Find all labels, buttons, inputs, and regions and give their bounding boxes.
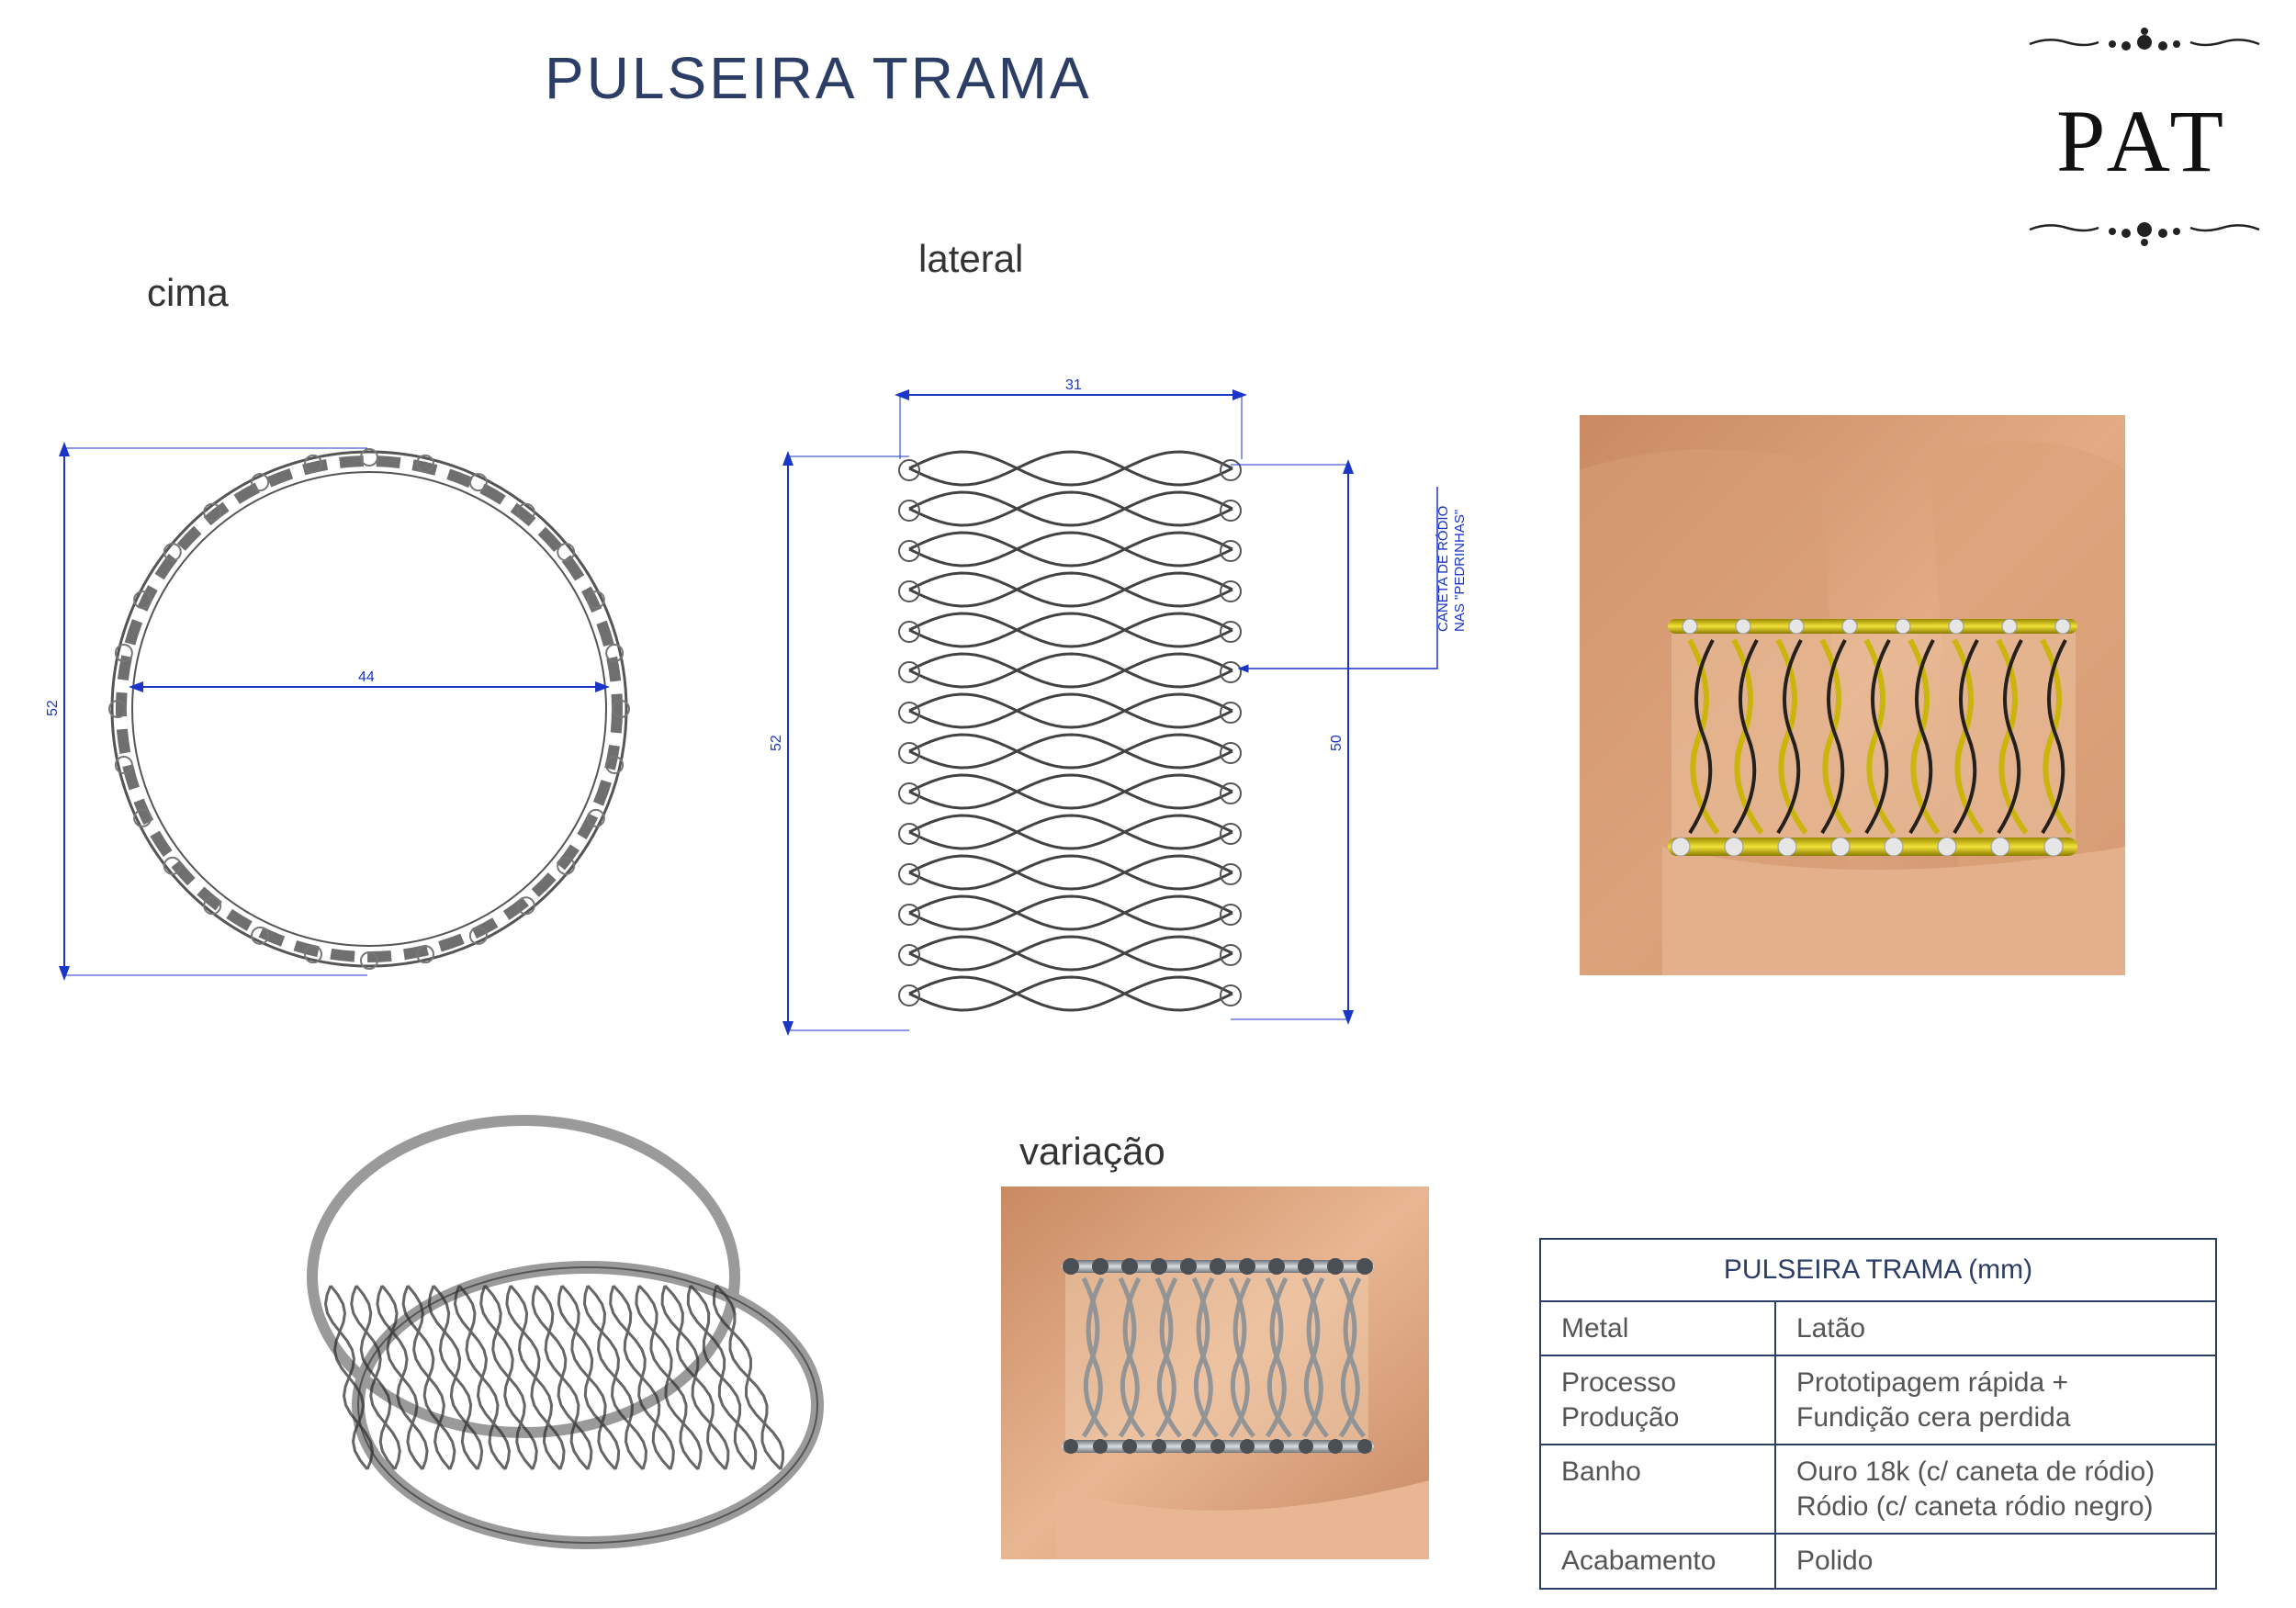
- table-row: Banho Ouro 18k (c/ caneta de ródio) Ródi…: [1539, 1444, 2217, 1535]
- dim-top-inner-diameter: 44: [358, 669, 375, 685]
- spec-value-process-line2: Fundição cera perdida: [1796, 1401, 2071, 1433]
- spec-key-metal: Metal: [1539, 1299, 1776, 1356]
- dim-top-height: 52: [45, 700, 61, 716]
- spec-key-process: Processo Produção: [1539, 1355, 1776, 1445]
- spec-value-process-line1: Prototipagem rápida +: [1796, 1367, 2069, 1398]
- dim-side-width: 31: [1065, 377, 1082, 393]
- gold-bracelet-photo: [1580, 415, 2125, 975]
- spec-value-plating-line1: Ouro 18k (c/ caneta de ródio): [1796, 1456, 2155, 1487]
- annotation-line-1: CANETA DE RÓDIO: [1435, 506, 1451, 632]
- spec-key-finish: Acabamento: [1539, 1533, 1776, 1590]
- spec-value-metal: Latão: [1774, 1299, 2217, 1356]
- spec-value-finish: Polido: [1774, 1533, 2217, 1590]
- top-view-drawing: 52 44: [45, 442, 630, 981]
- annotation-line-2: NAS "PEDRINHAS": [1452, 510, 1468, 632]
- spec-table-header: PULSEIRA TRAMA (mm): [1539, 1238, 2217, 1302]
- table-row: Metal Latão: [1539, 1299, 2217, 1356]
- spec-value-process: Prototipagem rápida + Fundição cera perd…: [1774, 1355, 2217, 1445]
- spec-key-process-line2: Produção: [1561, 1401, 1680, 1433]
- spec-key-process-line1: Processo: [1561, 1367, 1677, 1398]
- dim-side-inner-height: 50: [1329, 735, 1345, 751]
- spec-table: PULSEIRA TRAMA (mm) Metal Latão Processo…: [1539, 1238, 2217, 1590]
- variation-label: variação: [1019, 1130, 1165, 1173]
- table-row: Acabamento Polido: [1539, 1533, 2217, 1590]
- table-row: Processo Produção Prototipagem rápida + …: [1539, 1355, 2217, 1445]
- spec-key-plating: Banho: [1539, 1444, 1776, 1535]
- dim-side-height: 52: [769, 735, 784, 751]
- perspective-drawing: [307, 1115, 824, 1549]
- logo-text: PAT: [2056, 92, 2233, 190]
- top-view-label: cima: [147, 271, 229, 314]
- ornament-icon: [2029, 28, 2260, 246]
- side-view-drawing: 31 52 50 CANETA DE RÓDIO NAS "PEDRINHAS": [769, 377, 1468, 1036]
- side-view-label: lateral: [918, 237, 1024, 280]
- page-title: PULSEIRA TRAMA: [545, 45, 1092, 111]
- spec-value-plating-line2: Ródio (c/ caneta ródio negro): [1796, 1490, 2154, 1522]
- brand-logo: PAT: [1993, 26, 2296, 264]
- silver-bracelet-photo: [1001, 1186, 1429, 1559]
- spec-value-plating: Ouro 18k (c/ caneta de ródio) Ródio (c/ …: [1774, 1444, 2217, 1535]
